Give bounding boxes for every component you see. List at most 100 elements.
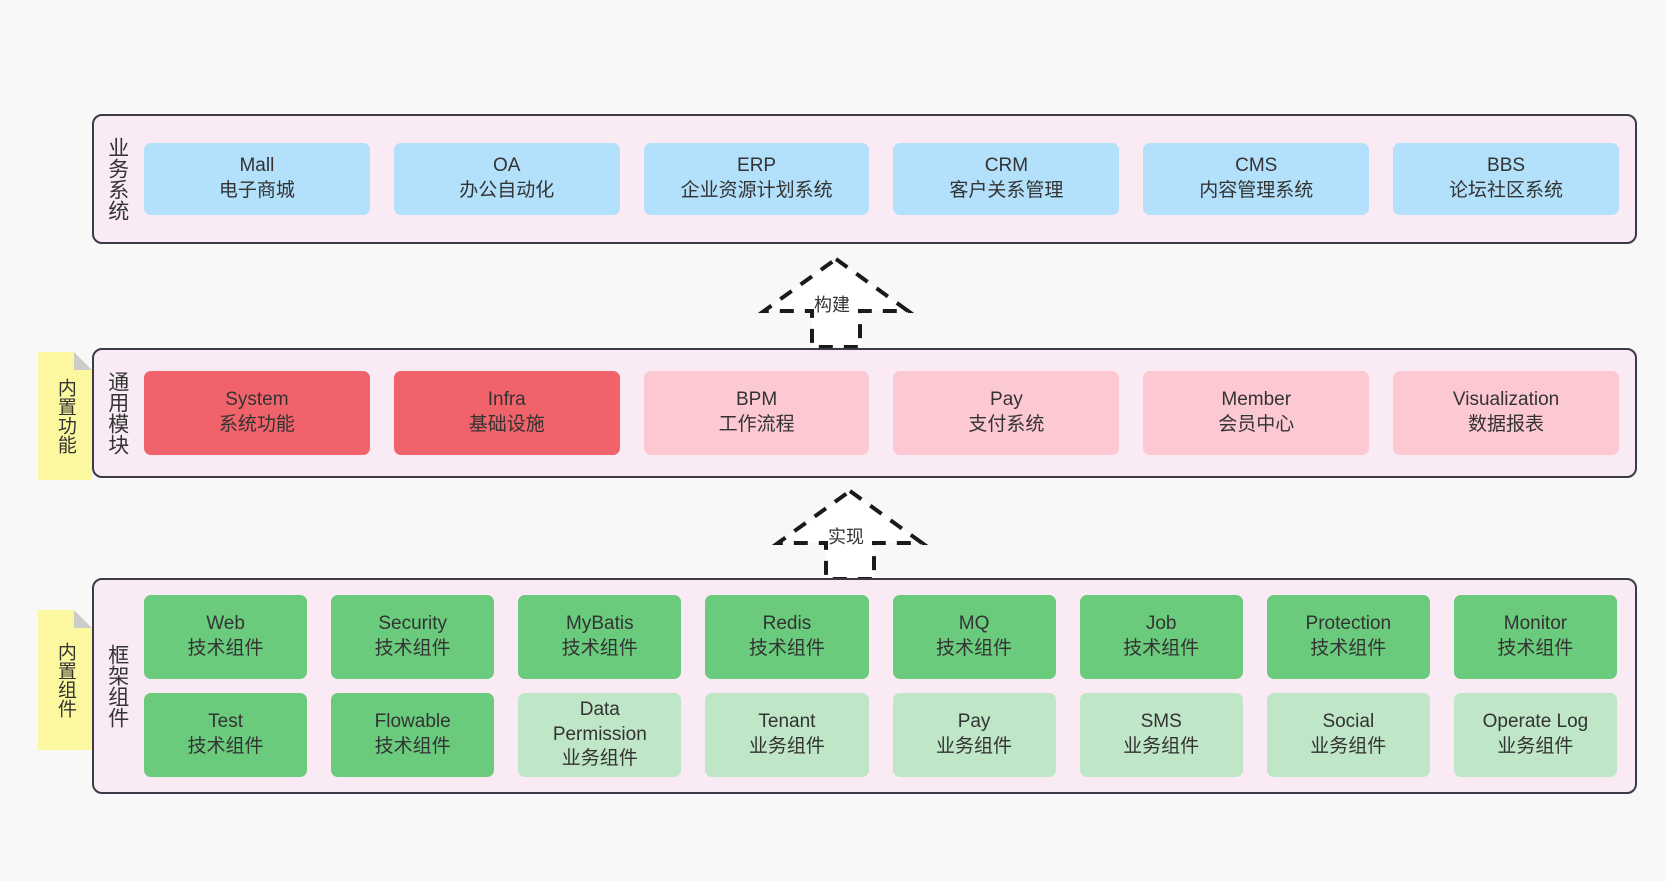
generalization-arrow-implement: 实现 [770, 487, 930, 581]
card-title: Pay [957, 711, 991, 733]
card-subtitle: 业务组件 [936, 736, 1013, 757]
sticky-note-builtin-component: 内置组件 [38, 610, 92, 750]
note-fold-icon [74, 352, 92, 370]
card-subtitle: 技术组件 [561, 638, 638, 659]
dashed-hollow-arrow-icon [757, 256, 915, 349]
card-title: CMS [1235, 155, 1278, 177]
card-title: Web [206, 613, 245, 635]
card-bpm[interactable]: BPM 工作流程 [643, 371, 870, 455]
card-member[interactable]: Member 会员中心 [1143, 371, 1370, 455]
layer-framework-component-label: 框架组件 [105, 644, 129, 728]
card-web[interactable]: Web 技术组件 [144, 595, 308, 679]
card-subtitle: 业务组件 [1310, 736, 1387, 757]
card-bbs[interactable]: BBS 论坛社区系统 [1393, 143, 1619, 215]
card-erp[interactable]: ERP 企业资源计划系统 [643, 143, 870, 215]
arrow-label-build: 构建 [814, 295, 850, 315]
layer-framework-component-body: Web 技术组件 Security 技术组件 MyBatis 技术组件 Redi… [140, 580, 1635, 792]
card-visualization[interactable]: Visualization 数据报表 [1393, 371, 1619, 455]
card-title: Redis [762, 613, 812, 635]
card-social[interactable]: Social 业务组件 [1266, 693, 1430, 777]
card-system[interactable]: System 系统功能 [144, 371, 370, 455]
card-title: System [225, 389, 289, 411]
card-row: Web 技术组件 Security 技术组件 MyBatis 技术组件 Redi… [144, 595, 1617, 679]
card-job[interactable]: Job 技术组件 [1079, 595, 1243, 679]
card-pay-business[interactable]: Pay 业务组件 [892, 693, 1056, 777]
card-title: Operate Log [1482, 711, 1589, 733]
card-title: BPM [735, 389, 778, 411]
card-row: Mall 电子商城 OA 办公自动化 ERP 企业资源计划系统 CRM 客户关系… [144, 143, 1619, 215]
card-subtitle: 技术组件 [748, 638, 825, 659]
card-crm[interactable]: CRM 客户关系管理 [893, 143, 1120, 215]
card-title: Test [208, 711, 243, 733]
card-title: Job [1145, 613, 1177, 635]
card-mq[interactable]: MQ 技术组件 [892, 595, 1056, 679]
card-mybatis[interactable]: MyBatis 技术组件 [518, 595, 682, 679]
card-infra[interactable]: Infra 基础设施 [393, 371, 620, 455]
arrow-label-implement: 实现 [828, 527, 864, 547]
card-test[interactable]: Test 技术组件 [144, 693, 308, 777]
card-pay[interactable]: Pay 支付系统 [893, 371, 1120, 455]
card-subtitle: 技术组件 [1123, 638, 1200, 659]
card-subtitle: 业务组件 [748, 736, 825, 757]
card-subtitle: 技术组件 [374, 736, 451, 757]
card-title: Tenant [758, 711, 816, 733]
card-cms[interactable]: CMS 内容管理系统 [1143, 143, 1370, 215]
card-sms[interactable]: SMS 业务组件 [1079, 693, 1243, 777]
card-title: Infra [487, 389, 526, 411]
card-subtitle: 办公自动化 [459, 180, 555, 201]
card-title: Monitor [1503, 613, 1568, 635]
card-subtitle: 技术组件 [374, 638, 451, 659]
sticky-note-label: 内置组件 [54, 642, 76, 718]
layer-business-system-label: 业务系统 [105, 137, 129, 221]
layer-common-module-body: System 系统功能 Infra 基础设施 BPM 工作流程 Pay 支付系统… [140, 350, 1635, 476]
card-subtitle: 技术组件 [1310, 638, 1387, 659]
card-subtitle: 会员中心 [1218, 414, 1295, 435]
card-subtitle: 支付系统 [968, 414, 1045, 435]
card-tenant[interactable]: Tenant 业务组件 [705, 693, 869, 777]
card-data-permission[interactable]: Data Permission 业务组件 [518, 693, 682, 777]
card-row: Test 技术组件 Flowable 技术组件 Data Permission … [144, 693, 1617, 777]
layer-framework-component: 框架组件 Web 技术组件 Security 技术组件 MyBatis 技术组件… [92, 578, 1637, 794]
card-title: MyBatis [566, 613, 634, 635]
card-title: Data [579, 698, 620, 720]
card-title: Pay [990, 389, 1023, 411]
layer-common-module-label: 通用模块 [105, 371, 129, 455]
layer-business-system: 业务系统 Mall 电子商城 OA 办公自动化 ERP 企业资源计划系统 CRM… [92, 114, 1637, 244]
card-title: SMS [1140, 711, 1182, 733]
card-subtitle: 业务组件 [561, 748, 638, 770]
card-subtitle: 数据报表 [1468, 414, 1545, 435]
card-redis[interactable]: Redis 技术组件 [705, 595, 869, 679]
card-security[interactable]: Security 技术组件 [331, 595, 495, 679]
card-title: Visualization [1452, 389, 1560, 411]
sticky-note-builtin-function: 内置功能 [38, 352, 92, 480]
layer-common-module: 通用模块 System 系统功能 Infra 基础设施 BPM 工作流程 Pay… [92, 348, 1637, 478]
card-subtitle: 企业资源计划系统 [680, 180, 833, 201]
dashed-hollow-arrow-icon [771, 488, 929, 581]
card-operate-log[interactable]: Operate Log 业务组件 [1453, 693, 1617, 777]
card-title: Flowable [374, 711, 451, 733]
note-fold-icon [74, 610, 92, 628]
card-subtitle: 内容管理系统 [1199, 180, 1314, 201]
card-subtitle: 工作流程 [718, 414, 795, 435]
card-oa[interactable]: OA 办公自动化 [393, 143, 620, 215]
card-title: ERP [737, 155, 777, 177]
generalization-arrow-build: 构建 [756, 255, 916, 349]
card-row: System 系统功能 Infra 基础设施 BPM 工作流程 Pay 支付系统… [144, 371, 1619, 455]
card-title: Protection [1305, 613, 1392, 635]
card-subtitle: 业务组件 [1123, 736, 1200, 757]
card-title: Member [1221, 389, 1292, 411]
card-subtitle: 论坛社区系统 [1449, 180, 1564, 201]
card-subtitle: 业务组件 [1497, 736, 1574, 757]
layer-business-system-body: Mall 电子商城 OA 办公自动化 ERP 企业资源计划系统 CRM 客户关系… [140, 116, 1635, 242]
card-protection[interactable]: Protection 技术组件 [1266, 595, 1430, 679]
card-subtitle: 技术组件 [187, 638, 264, 659]
card-title: CRM [984, 155, 1029, 177]
card-subtitle: 技术组件 [187, 736, 264, 757]
card-title: Mall [239, 155, 275, 177]
card-subtitle: 电子商城 [218, 180, 295, 201]
card-flowable[interactable]: Flowable 技术组件 [331, 693, 495, 777]
card-mall[interactable]: Mall 电子商城 [144, 143, 370, 215]
card-subtitle: 基础设施 [468, 414, 545, 435]
card-title: BBS [1487, 155, 1526, 177]
card-monitor[interactable]: Monitor 技术组件 [1453, 595, 1617, 679]
